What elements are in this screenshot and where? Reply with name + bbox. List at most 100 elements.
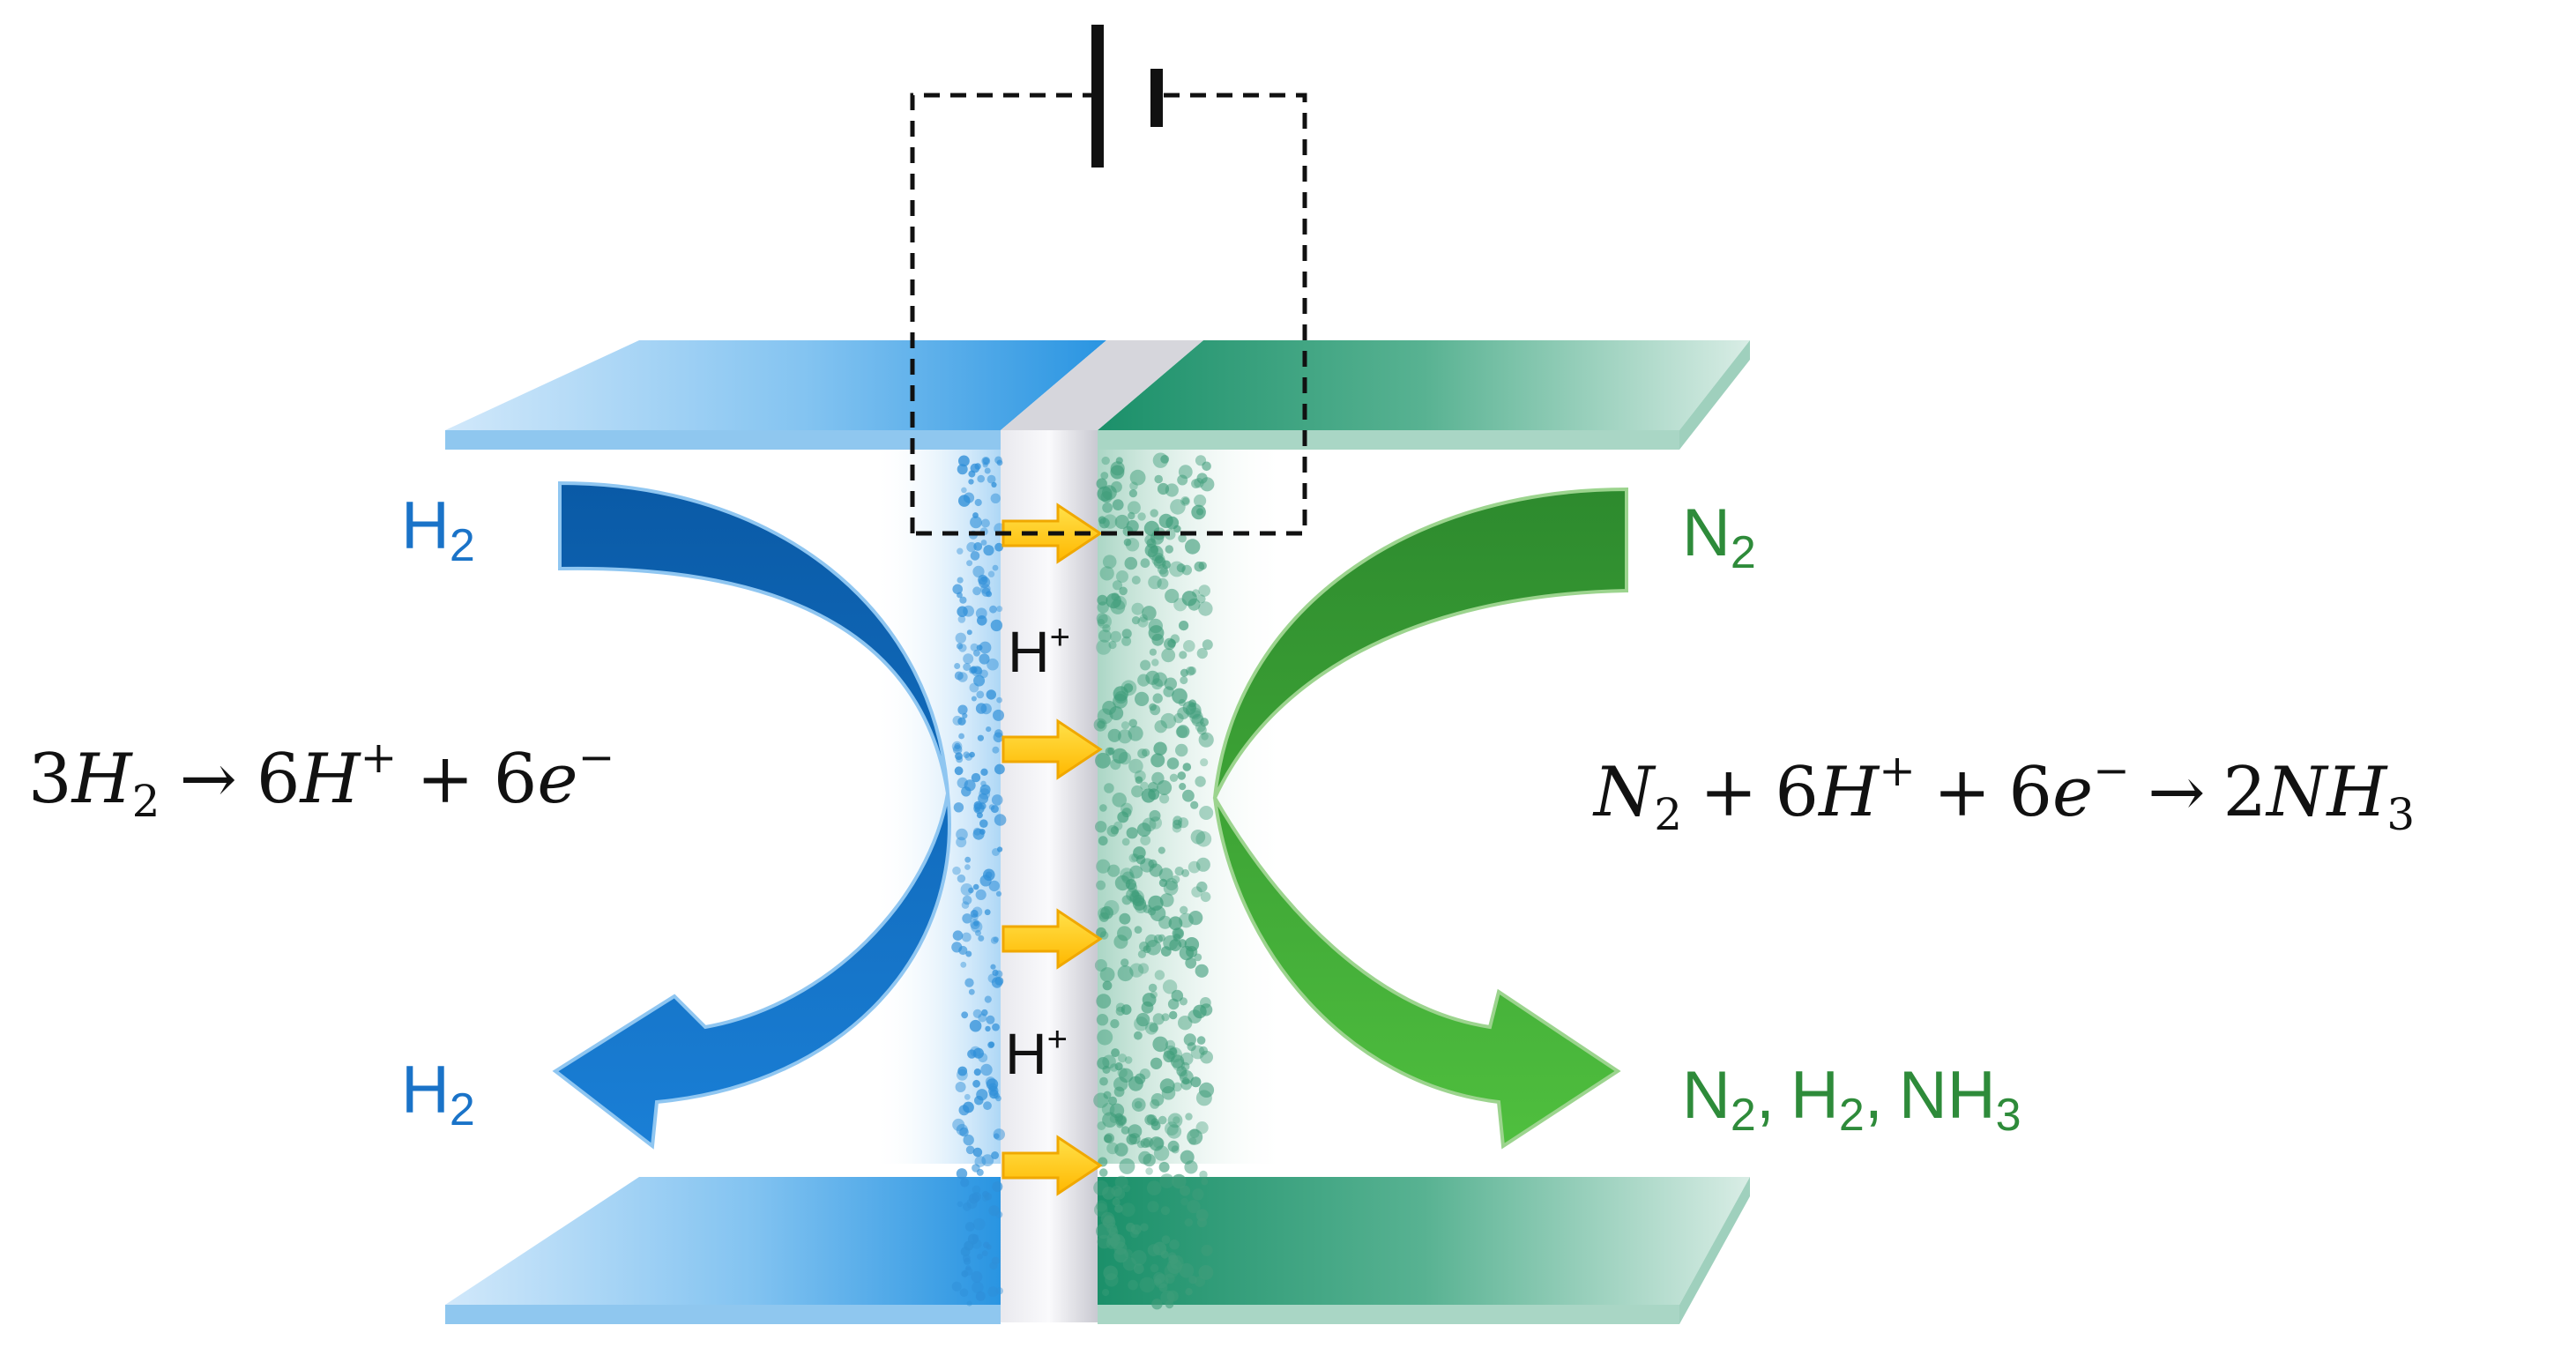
catalyst-dot [975, 929, 981, 936]
catalyst-dot [1180, 1061, 1190, 1071]
catalyst-dot [1140, 659, 1151, 671]
ion-label-upper: H+ [1008, 618, 1070, 684]
catalyst-dot [990, 805, 999, 814]
catalyst-dot [956, 828, 968, 841]
catalyst-dot [1134, 1031, 1143, 1040]
catalyst-dot [957, 1066, 968, 1076]
catalyst-dot [1120, 721, 1130, 730]
catalyst-dot [981, 457, 991, 465]
catalyst-dot [1153, 1272, 1165, 1284]
catalyst-dot [1099, 566, 1114, 581]
catalyst-dot [964, 864, 971, 870]
catalyst-dot [1172, 819, 1182, 830]
catalyst-dot [963, 751, 970, 758]
catalyst-dot [1200, 718, 1209, 727]
catalyst-dot [1196, 881, 1208, 893]
catalyst-dot [1175, 743, 1188, 757]
catalyst-dot [1120, 1202, 1135, 1217]
catalyst-dot [1187, 860, 1201, 874]
ion-label-lower: H+ [1005, 1020, 1068, 1086]
catalyst-dot [1121, 629, 1132, 639]
catalyst-dot [1098, 836, 1108, 846]
catalyst-dot [1187, 1128, 1203, 1145]
catalyst-dot [957, 643, 964, 650]
catalyst-dot [1191, 886, 1202, 897]
catalyst-dot [1131, 616, 1141, 625]
cathode-top-plate [1098, 340, 1750, 450]
catalyst-dot [1167, 638, 1176, 648]
catalyst-dot [1161, 1086, 1176, 1100]
catalyst-dot [957, 606, 968, 617]
catalyst-dot [1104, 783, 1114, 793]
catalyst-dot [1191, 504, 1206, 520]
catalyst-dot [1157, 577, 1169, 590]
catalyst-dot [1108, 1096, 1118, 1106]
catalyst-dot [991, 1151, 1000, 1159]
catalyst-dot [954, 766, 964, 776]
catalyst-dot [1110, 826, 1120, 835]
catalyst-dot [1126, 519, 1139, 533]
catalyst-dot [1134, 926, 1143, 934]
catalyst-dot [979, 576, 991, 589]
catalyst-dot [1122, 1184, 1131, 1193]
catalyst-dot [955, 632, 967, 644]
catalyst-dot [957, 704, 968, 715]
catalyst-dot [1168, 916, 1183, 931]
catalyst-dot [976, 1089, 988, 1101]
catalyst-dot [1135, 776, 1143, 784]
catalyst-dot [959, 1127, 969, 1137]
catalyst-dot [1198, 601, 1213, 616]
catalyst-dot [979, 641, 992, 654]
catalyst-dot [984, 909, 991, 916]
catalyst-dot [972, 883, 979, 890]
catalyst-dot [1192, 589, 1200, 598]
catalyst-dot [1201, 1244, 1213, 1256]
catalyst-dot [1139, 942, 1150, 952]
catalyst-dot [990, 964, 996, 970]
catalyst-dot [1105, 1273, 1119, 1287]
catalyst-dot [963, 663, 972, 671]
external-circuit [910, 93, 1307, 536]
catalyst-dot [985, 1025, 991, 1032]
catalyst-dot [1173, 1116, 1180, 1124]
catalyst-dot [1190, 800, 1199, 809]
catalyst-dot [1148, 575, 1162, 590]
catalyst-dot [1180, 1197, 1188, 1206]
catalyst-dot [995, 890, 1002, 897]
catalyst-dot [957, 1201, 964, 1208]
catalyst-dot [965, 1145, 975, 1155]
catalyst-dot [957, 672, 968, 682]
catalyst-dot [1147, 1201, 1159, 1213]
catalyst-dot [1194, 953, 1202, 962]
catalyst-dot [1103, 1134, 1113, 1143]
catalyst-dot [1152, 452, 1169, 468]
catalyst-dot [984, 995, 992, 1003]
catalyst-dot [969, 666, 976, 674]
catalyst-dot [1097, 614, 1113, 629]
catalyst-dot [1114, 514, 1129, 530]
anode-top-plate [445, 340, 1106, 450]
catalyst-dot [1094, 1202, 1108, 1217]
catalyst-dot [1099, 1076, 1108, 1086]
catalyst-dot [1154, 970, 1165, 980]
catalyst-dot [1192, 1188, 1204, 1201]
catalyst-dot [961, 1270, 969, 1277]
catalyst-dot [1096, 639, 1112, 655]
catalyst-dot [1184, 1218, 1194, 1227]
proton-arrow [1001, 1135, 1103, 1196]
catalyst-dot [1152, 1013, 1165, 1025]
anode-equation: 3H2→6H++6e− [28, 732, 615, 827]
catalyst-dot [971, 696, 977, 702]
anode-outlet-label: H2 [401, 1053, 475, 1135]
catalyst-dot [1162, 979, 1178, 994]
proton-arrow [1001, 908, 1103, 970]
catalyst-dot [1121, 895, 1132, 905]
catalyst-dot [1169, 1010, 1178, 1020]
catalyst-dot [980, 518, 990, 528]
catalyst-dot [1097, 720, 1106, 729]
catalyst-dot [1131, 1098, 1146, 1112]
catalyst-dot [956, 1168, 968, 1180]
catalyst-dot [977, 474, 985, 483]
catalyst-dot [1096, 880, 1106, 890]
catalyst-dot [979, 788, 991, 800]
